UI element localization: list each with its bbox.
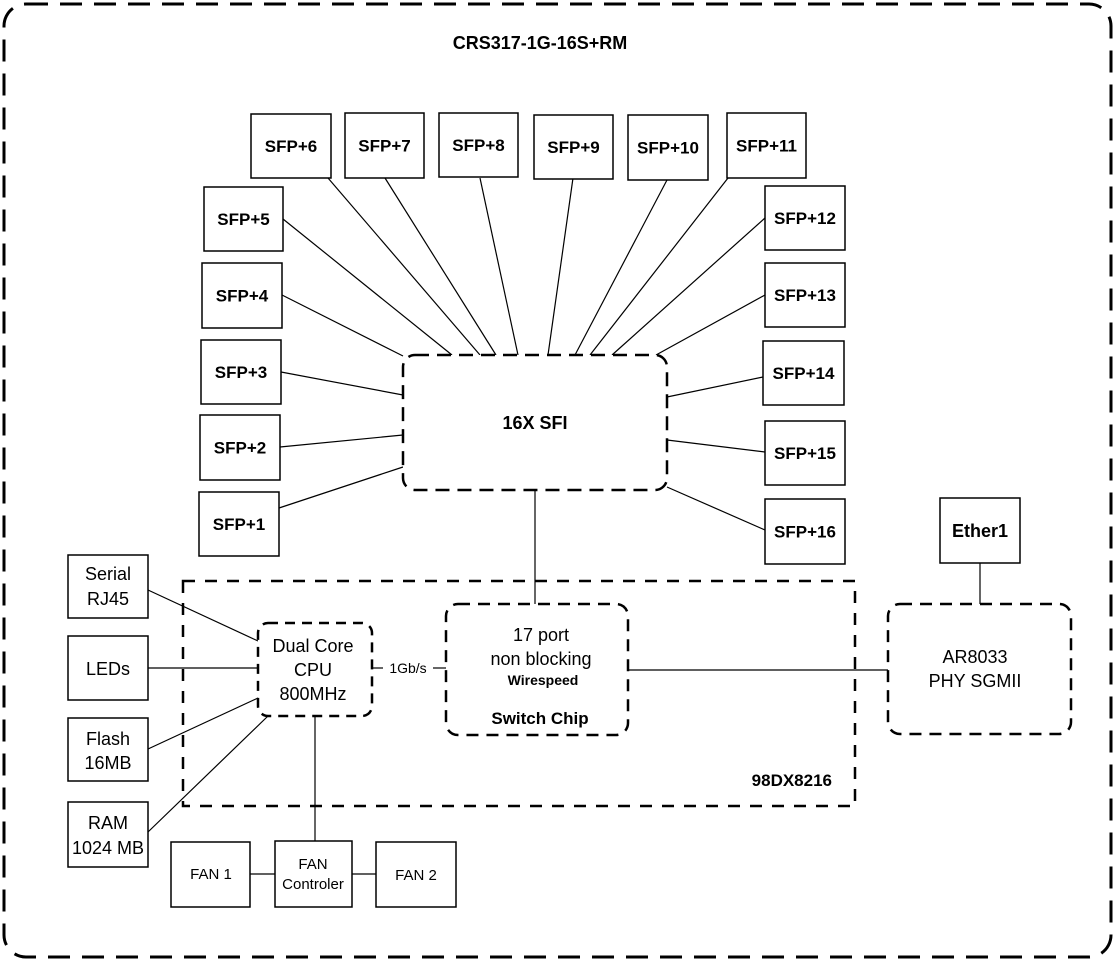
fan1-label: FAN 1 xyxy=(190,866,232,883)
sfp-port-10 xyxy=(627,114,709,181)
connector-lines xyxy=(147,177,981,875)
sfp-port-16-label: SFP+16 xyxy=(774,523,836,542)
fan2-block xyxy=(375,841,457,908)
flash-line2: 16MB xyxy=(84,753,131,773)
sfp-port-9-label: SFP+9 xyxy=(547,138,599,157)
sfp-port-8-label: SFP+8 xyxy=(452,136,504,155)
switch-chip-name: Switch Chip xyxy=(491,709,588,728)
sfp-port-2 xyxy=(199,414,281,481)
sfp-port-4 xyxy=(201,262,283,329)
ram-line1: RAM xyxy=(88,813,128,833)
ram-line2: 1024 MB xyxy=(72,838,144,858)
sfp-port-6 xyxy=(250,113,332,179)
sfp-port-6-label: SFP+6 xyxy=(265,137,317,156)
ether1-port xyxy=(939,497,1021,564)
ram-block xyxy=(67,801,149,868)
sfp-port-12 xyxy=(764,185,846,251)
sfp-port-13 xyxy=(764,262,846,328)
sfi-label: 16X SFI xyxy=(502,413,567,433)
serial-line2: RJ45 xyxy=(87,589,129,609)
sfp-port-8 xyxy=(438,112,519,178)
switch-chip-ports: 17 port xyxy=(513,625,569,645)
flash-block xyxy=(67,717,149,782)
phy-line2: PHY SGMII xyxy=(929,671,1022,691)
sfp-port-13-label: SFP+13 xyxy=(774,286,836,305)
ether1-label: Ether1 xyxy=(952,521,1008,541)
fan-controller-line1: FAN xyxy=(298,856,327,873)
sfp-port-9 xyxy=(533,114,614,180)
cpu-link-speed: 1Gb/s xyxy=(389,660,426,676)
sfp-port-14 xyxy=(762,340,845,406)
sfp-port-5-label: SFP+5 xyxy=(217,210,269,229)
fan1-block xyxy=(170,841,251,908)
sfp-port-11-label: SFP+11 xyxy=(736,137,797,156)
cpu-line3: 800MHz xyxy=(279,684,346,704)
cpu-line2: CPU xyxy=(294,660,332,680)
sfp-port-7 xyxy=(344,112,425,179)
leds-block xyxy=(67,635,149,701)
sfp-port-15 xyxy=(764,420,846,486)
fan-controller-line2: Controler xyxy=(282,876,344,893)
sfp-port-10-label: SFP+10 xyxy=(637,139,699,158)
cpu-block xyxy=(256,621,374,718)
switch-chip-wirespeed: Wirespeed xyxy=(508,672,579,688)
soc-label: 98DX8216 xyxy=(752,771,832,790)
soc-area xyxy=(181,579,857,808)
switch-chip-block xyxy=(444,602,630,737)
sfp-port-1 xyxy=(198,491,280,557)
flash-line1: Flash xyxy=(86,729,130,749)
leds-label: LEDs xyxy=(86,659,130,679)
phy-block xyxy=(886,602,1073,736)
sfp-port-2-label: SFP+2 xyxy=(214,439,266,458)
serial-line1: Serial xyxy=(85,564,131,584)
sfp-port-3 xyxy=(200,339,282,405)
device-title: CRS317-1G-16S+RM xyxy=(453,33,628,53)
sfi-block xyxy=(401,353,669,492)
phy-line1: AR8033 xyxy=(942,647,1007,667)
switch-chip-nonblocking: non blocking xyxy=(490,649,591,669)
fan2-label: FAN 2 xyxy=(395,867,437,884)
sfp-port-15-label: SFP+15 xyxy=(774,444,836,463)
fan-controller-block xyxy=(274,840,353,908)
cpu-line1: Dual Core xyxy=(272,636,353,656)
sfp-port-16 xyxy=(764,498,846,565)
sfp-port-14-label: SFP+14 xyxy=(773,364,835,383)
sfp-port-11 xyxy=(726,112,807,179)
sfp-port-5 xyxy=(203,186,284,252)
sfp-port-4-label: SFP+4 xyxy=(216,287,269,306)
sfp-port-12-label: SFP+12 xyxy=(774,209,836,228)
sfp-port-1-label: SFP+1 xyxy=(213,515,265,534)
sfp-ports: SFP+1 SFP+2 SFP+3 SFP+4 SFP+5 SFP+6 SFP+7 SFP+8… xyxy=(198,112,846,565)
sfp-port-3-label: SFP+3 xyxy=(215,363,267,382)
sfp-port-7-label: SFP+7 xyxy=(358,137,410,156)
serial-port xyxy=(67,554,149,619)
